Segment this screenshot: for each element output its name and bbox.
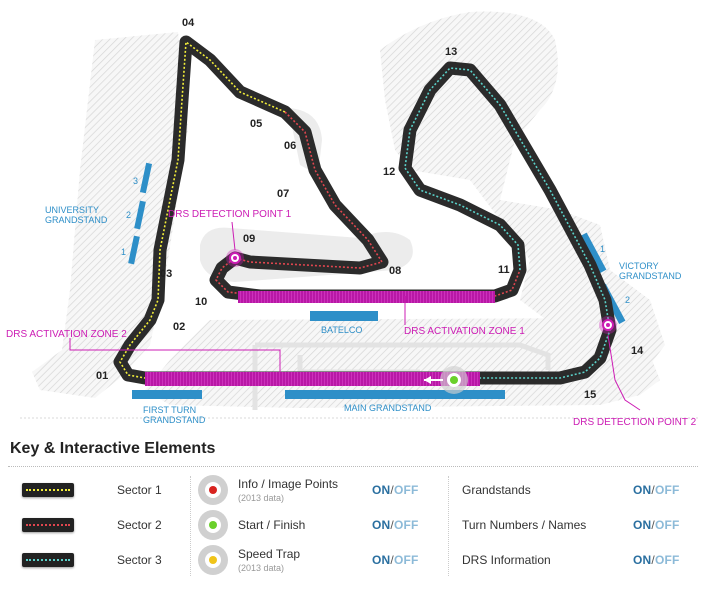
drs-leader-lines: [69, 221, 641, 411]
university-section-1-label: 1: [121, 247, 126, 257]
turn-12-label[interactable]: 12: [383, 166, 395, 178]
turn-numbers-toggle[interactable]: ON/OFF: [633, 518, 680, 532]
speed-trap-toggle[interactable]: ON/OFF: [372, 553, 419, 567]
speed-trap-icon: [198, 545, 228, 575]
direction-arrow-icon: [424, 376, 431, 384]
turn-numbers-option-label: Turn Numbers / Names: [462, 518, 587, 532]
race-track[interactable]: [113, 35, 617, 385]
sector-2-swatch: [22, 518, 74, 532]
university-section-2-label: 2: [126, 210, 131, 220]
drs-detection-marker-1[interactable]: [226, 249, 244, 267]
drs-activation-zone-1-bar[interactable]: [238, 291, 495, 303]
sector-2-label: Sector 2: [117, 518, 162, 532]
university-grandstand-section-1[interactable]: [128, 235, 140, 265]
sector-3-label: Sector 3: [117, 553, 162, 567]
victory-section-1-label: 1: [600, 244, 605, 254]
turn-03-label[interactable]: 03: [160, 268, 172, 280]
drs-detection-point-1-label: DRS DETECTION POINT 1: [168, 209, 292, 220]
turn-10-label[interactable]: 10: [195, 296, 207, 308]
drs-information-toggle[interactable]: ON/OFF: [633, 553, 680, 567]
turn-13-label[interactable]: 13: [445, 46, 457, 58]
sector-3-swatch: [22, 553, 74, 567]
turn-11-label[interactable]: 11: [498, 264, 510, 276]
drs-activation-zone-2-bar[interactable]: [145, 372, 480, 386]
drs-detection-marker-2[interactable]: [599, 316, 617, 334]
victory-section-2-label: 2: [625, 295, 630, 305]
start-finish-label: Start / Finish: [238, 518, 306, 532]
drs-labels: DRS DETECTION POINT 1 DRS ACTIVATION ZONE…: [6, 209, 697, 428]
main-grandstand[interactable]: [285, 390, 505, 399]
turn-15-label[interactable]: 15: [584, 389, 596, 401]
drs-activation-zone-1-label: DRS ACTIVATION ZONE 1: [404, 326, 525, 337]
turn-02-label[interactable]: 02: [173, 321, 185, 333]
legend-title: Key & Interactive Elements: [10, 440, 216, 457]
turn-05-label[interactable]: 05: [250, 118, 262, 130]
start-finish-icon: [198, 510, 228, 540]
turn-06-label[interactable]: 06: [284, 140, 296, 152]
turn-08-label[interactable]: 08: [389, 265, 401, 277]
grandstands[interactable]: [128, 162, 626, 399]
batelco-label: BATELCO: [321, 325, 362, 335]
info-point-icon: [198, 475, 228, 505]
legend-panel: Key & Interactive Elements Sector 1 Sect…: [0, 430, 713, 594]
first-turn-grandstand[interactable]: [132, 390, 202, 399]
drs-zones[interactable]: [145, 291, 495, 386]
speed-trap-label: Speed Trap: [238, 547, 301, 561]
legend-column-divider: [448, 476, 449, 576]
sector-1-swatch: [22, 483, 74, 497]
university-grandstand-section-2[interactable]: [134, 200, 146, 230]
drs-activation-zone-2-label: DRS ACTIVATION ZONE 2: [6, 329, 127, 340]
turn-09-label[interactable]: 09: [243, 233, 255, 245]
university-section-3-label: 3: [133, 176, 138, 186]
turn-01-label[interactable]: 01: [96, 370, 108, 382]
start-finish-toggle[interactable]: ON/OFF: [372, 518, 419, 532]
drs-information-option-label: DRS Information: [462, 553, 551, 567]
batelco-grandstand[interactable]: [310, 311, 378, 321]
university-grandstand-section-3[interactable]: [139, 162, 153, 194]
info-points-sub: (2013 data): [238, 493, 285, 503]
turn-04-label[interactable]: 04: [182, 17, 195, 29]
main-grandstand-label: MAIN GRANDSTAND: [344, 403, 432, 413]
turn-07-label[interactable]: 07: [277, 188, 289, 200]
grandstands-toggle[interactable]: ON/OFF: [633, 483, 680, 497]
drs-detection-point-2-label: DRS DETECTION POINT 2: [573, 417, 697, 428]
legend-column-divider: [190, 476, 191, 576]
speed-trap-sub: (2013 data): [238, 563, 285, 573]
legend-divider: [8, 466, 698, 467]
grandstands-option-label: Grandstands: [462, 483, 531, 497]
turn-14-label[interactable]: 14: [631, 345, 644, 357]
start-finish-marker[interactable]: [424, 366, 468, 394]
info-points-toggle[interactable]: ON/OFF: [372, 483, 419, 497]
victory-grandstand-section-1[interactable]: [580, 232, 607, 273]
sector-1-label: Sector 1: [117, 483, 162, 497]
info-points-label: Info / Image Points: [238, 477, 339, 491]
